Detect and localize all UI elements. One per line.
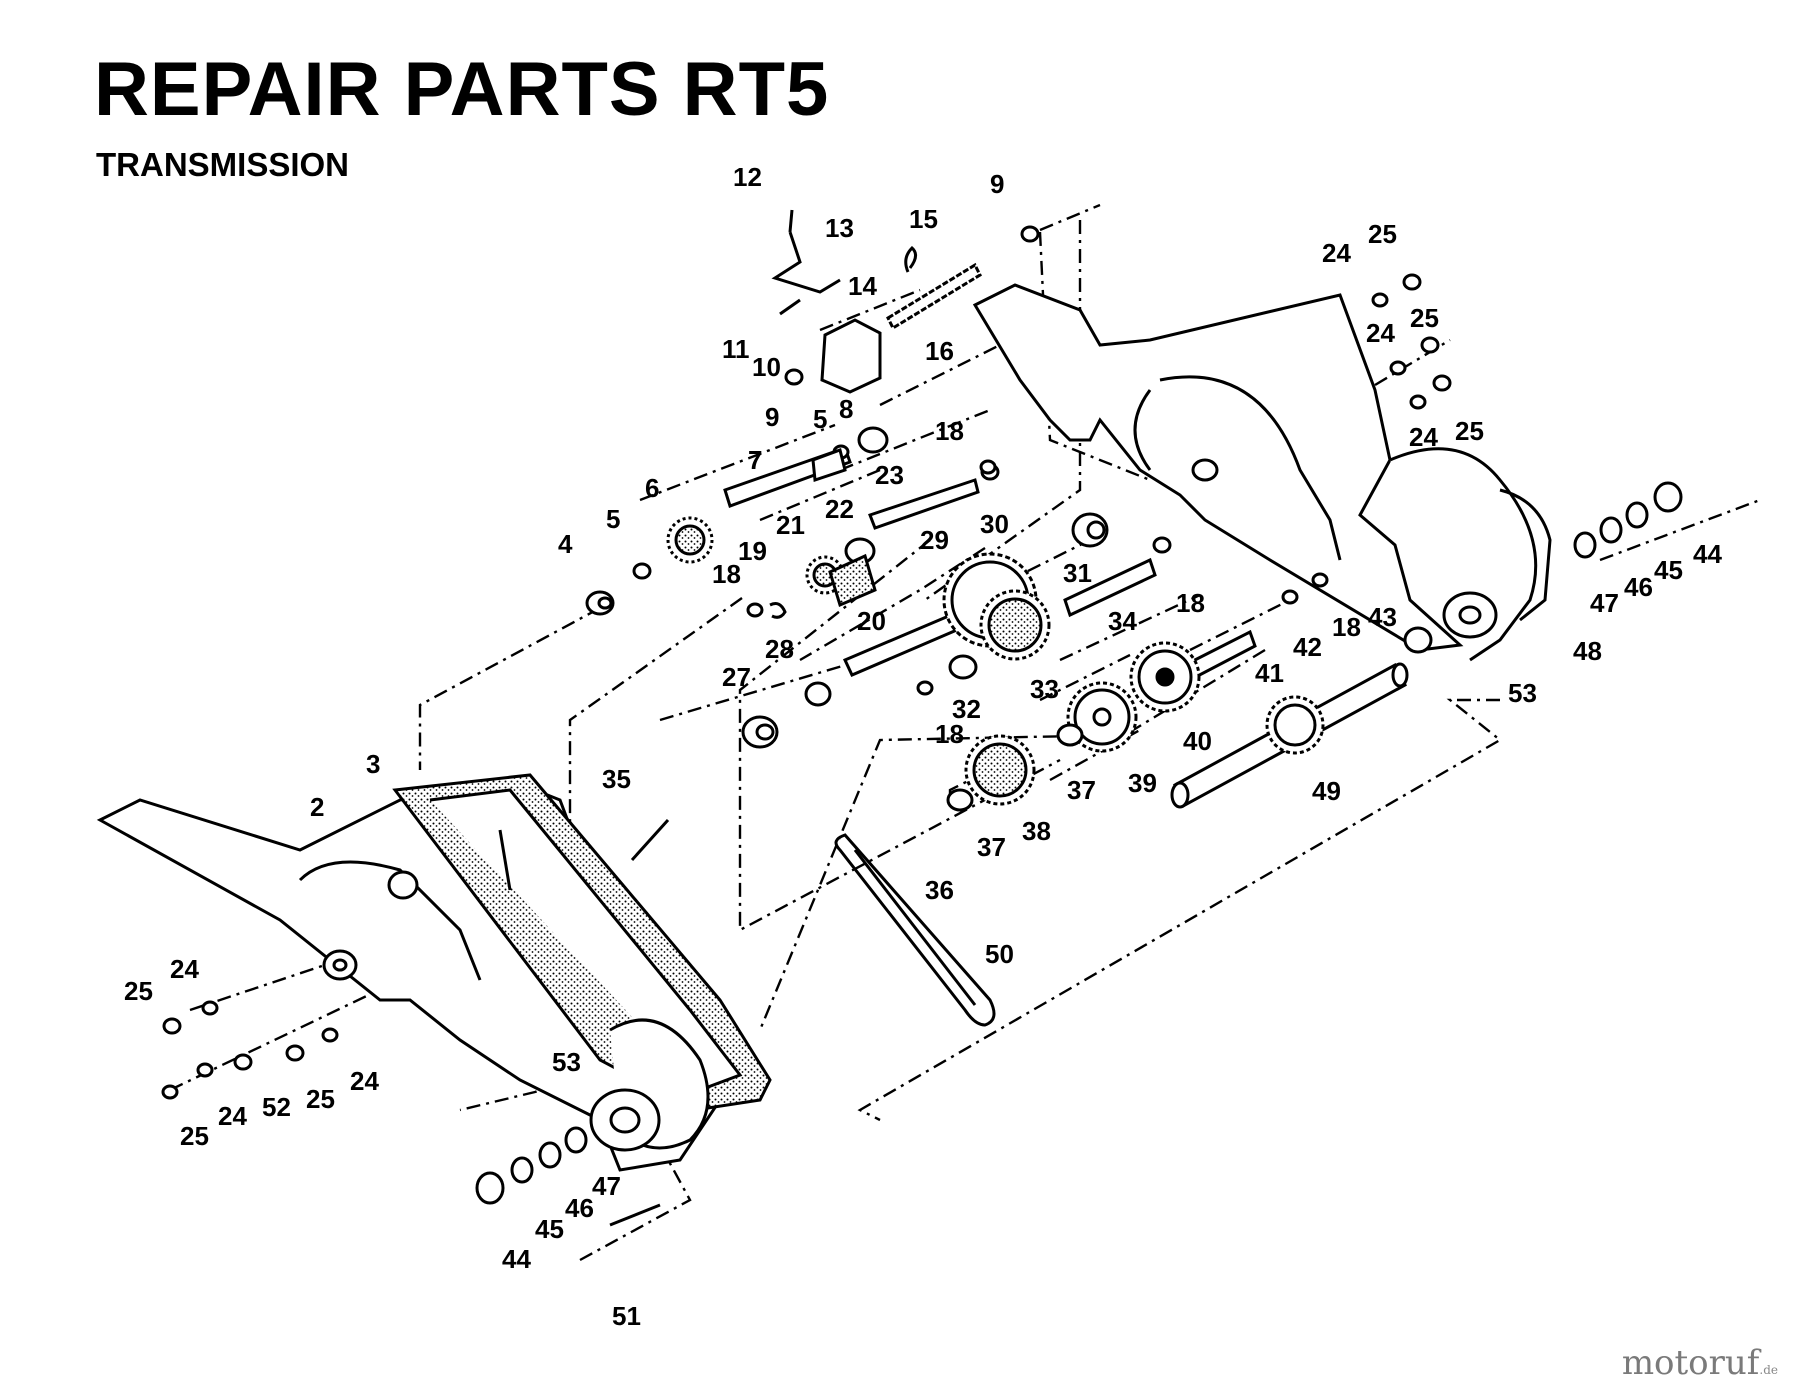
- callout-45: 45: [1654, 555, 1683, 585]
- callout-52: 52: [262, 1092, 291, 1122]
- callout-27: 27: [722, 662, 751, 692]
- site-watermark: motoruf.de: [1622, 1346, 1778, 1380]
- callout-44: 44: [502, 1244, 531, 1274]
- callout-13: 13: [825, 213, 854, 243]
- callout-45: 45: [535, 1214, 564, 1244]
- callout-18: 18: [1332, 612, 1361, 642]
- page-title: REPAIR PARTS RT5: [94, 47, 830, 132]
- watermark-brand: motoruf: [1621, 1343, 1760, 1383]
- callout-18: 18: [1176, 588, 1205, 618]
- callout-35: 35: [602, 764, 631, 794]
- callout-7: 7: [748, 445, 762, 475]
- callout-25: 25: [124, 976, 153, 1006]
- callout-53: 53: [552, 1047, 581, 1077]
- callout-34: 34: [1108, 606, 1137, 636]
- callout-14: 14: [848, 271, 877, 301]
- callout-22: 22: [825, 494, 854, 524]
- callout-25: 25: [1410, 303, 1439, 333]
- callout-49: 49: [1312, 776, 1341, 806]
- callout-5: 5: [606, 504, 620, 534]
- callout-40: 40: [1183, 726, 1212, 756]
- callout-24: 24: [1409, 422, 1438, 452]
- callout-42: 42: [1293, 632, 1322, 662]
- drive-belt-50: [834, 833, 996, 1027]
- callout-47: 47: [592, 1171, 621, 1201]
- callout-44: 44: [1693, 539, 1722, 569]
- callout-20: 20: [857, 606, 886, 636]
- callout-25: 25: [1455, 416, 1484, 446]
- callout-46: 46: [565, 1193, 594, 1223]
- callout-28: 28: [765, 634, 794, 664]
- callout-2: 2: [310, 792, 324, 822]
- callout-24: 24: [350, 1066, 379, 1096]
- callout-12: 12: [733, 162, 762, 192]
- callout-18: 18: [935, 719, 964, 749]
- callout-18: 18: [712, 559, 741, 589]
- callout-9: 9: [765, 402, 779, 432]
- callout-9: 9: [990, 169, 1004, 199]
- callout-11: 11: [722, 334, 750, 364]
- callout-46: 46: [1624, 572, 1653, 602]
- callout-21: 21: [776, 510, 805, 540]
- callout-25: 25: [1368, 219, 1397, 249]
- callout-38: 38: [1022, 816, 1051, 846]
- callout-31: 31: [1063, 558, 1092, 588]
- callout-5: 5: [813, 404, 827, 434]
- callout-51: 51: [612, 1301, 641, 1331]
- callout-37: 37: [1067, 775, 1096, 805]
- callout-24: 24: [1322, 238, 1351, 268]
- callout-3: 3: [366, 749, 380, 779]
- right-transmission-housing: [972, 283, 1552, 662]
- callout-24: 24: [170, 954, 199, 984]
- callout-41: 41: [1255, 658, 1284, 688]
- bearings-and-washers: [161, 225, 1683, 1205]
- callout-47: 47: [1590, 588, 1619, 618]
- callout-43: 43: [1368, 602, 1397, 632]
- callout-24: 24: [1366, 318, 1395, 348]
- callout-15: 15: [909, 204, 938, 234]
- callout-50: 50: [985, 939, 1014, 969]
- callout-4: 4: [558, 529, 573, 559]
- callout-23: 23: [875, 460, 904, 490]
- callout-19: 19: [738, 536, 767, 566]
- callout-32: 32: [952, 694, 981, 724]
- callout-53: 53: [1508, 678, 1537, 708]
- left-transmission-housing: [96, 773, 772, 1172]
- callout-25: 25: [306, 1084, 335, 1114]
- shift-mechanism: [609, 209, 982, 1227]
- callout-24: 24: [218, 1101, 247, 1131]
- callout-33: 33: [1030, 674, 1059, 704]
- callout-29: 29: [920, 525, 949, 555]
- callout-18: 18: [935, 416, 964, 446]
- callout-25: 25: [180, 1121, 209, 1151]
- watermark-suffix: .de: [1759, 1363, 1778, 1377]
- callout-16: 16: [925, 336, 954, 366]
- callout-48: 48: [1573, 636, 1602, 666]
- sprockets-and-gears: [666, 516, 1325, 806]
- section-subtitle: TRANSMISSION: [96, 146, 350, 183]
- callout-36: 36: [925, 875, 954, 905]
- callout-37: 37: [977, 832, 1006, 862]
- callout-10: 10: [752, 352, 781, 382]
- callout-39: 39: [1128, 768, 1157, 798]
- callout-30: 30: [980, 509, 1009, 539]
- callout-8: 8: [839, 394, 853, 424]
- callout-6: 6: [645, 473, 659, 503]
